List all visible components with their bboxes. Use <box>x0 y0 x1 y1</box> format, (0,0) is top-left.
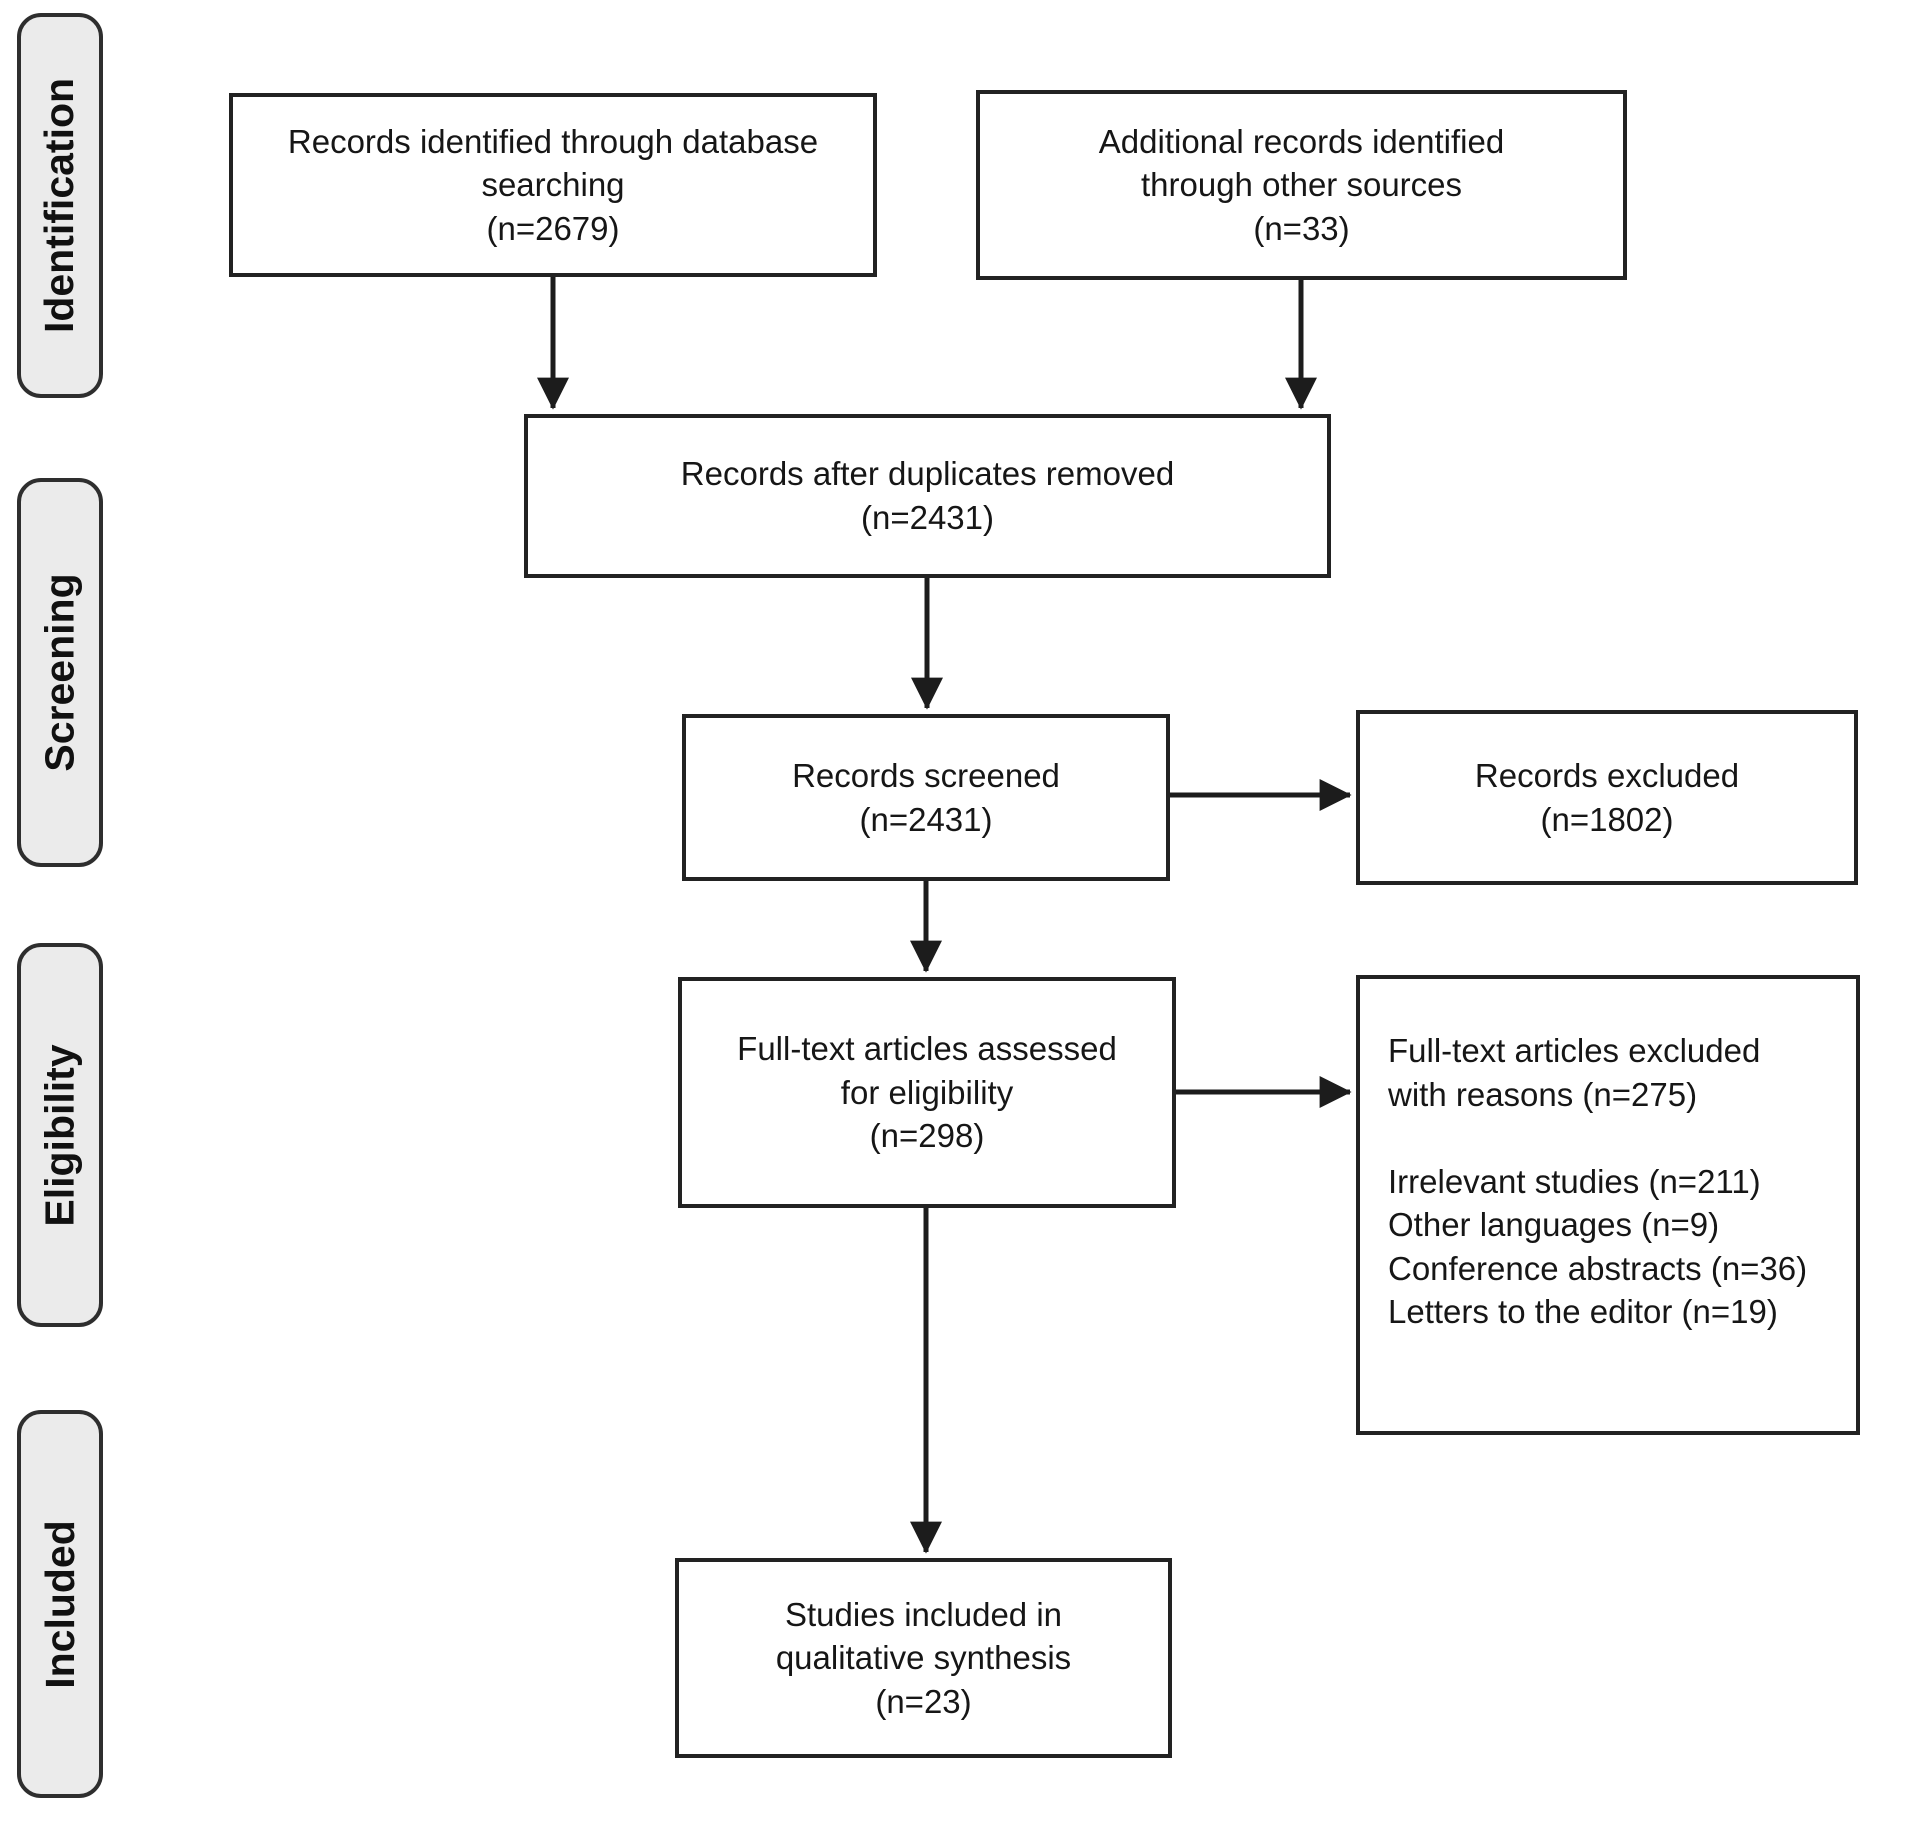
text-line: Full-text articles excluded <box>1388 1032 1761 1069</box>
text-line: (n=33) <box>1253 209 1350 247</box>
stage-identification: Identification <box>17 13 103 398</box>
node-additional-records-other-sources: Additional records identified through oth… <box>976 90 1627 280</box>
text-line: Additional records identified <box>1098 122 1505 160</box>
text-line: Irrelevant studies (n=211) <box>1388 1162 1761 1200</box>
stage-eligibility: Eligibility <box>17 943 103 1327</box>
stage-included: Included <box>17 1410 103 1798</box>
text-line: Records screened <box>792 756 1060 794</box>
text-line: with reasons (n=275) <box>1388 1075 1698 1113</box>
text-line: Other languages (n=9) <box>1388 1206 1720 1244</box>
text-line: (n=298) <box>869 1117 985 1155</box>
stage-screening-label: Screening <box>36 573 83 772</box>
text-line: qualitative synthesis <box>775 1639 1072 1677</box>
text-line: (n=23) <box>875 1682 972 1720</box>
text-line: Records identified through database <box>287 122 819 160</box>
text-line: Records after duplicates removed <box>680 455 1175 493</box>
node-records-after-duplicates-removed: Records after duplicates removed (n=2431) <box>524 414 1331 578</box>
node-records-identified-database: Records identified through database searc… <box>229 93 877 277</box>
text-line <box>1388 1116 1840 1160</box>
text-line: (n=1802) <box>1540 800 1674 838</box>
text-line: Records excluded <box>1474 756 1740 794</box>
text-line: (n=2679) <box>486 209 620 247</box>
stage-included-label: Included <box>36 1519 83 1689</box>
stage-screening: Screening <box>17 478 103 867</box>
node-studies-included-qualitative: Studies included in qualitative synthesis… <box>675 1558 1172 1758</box>
node-records-screened: Records screened (n=2431) <box>682 714 1170 881</box>
text-line: Letters to the editor (n=19) <box>1388 1293 1778 1331</box>
node-fulltext-excluded-reasons: Full-text articles excluded with reasons … <box>1356 975 1860 1435</box>
node-fulltext-assessed: Full-text articles assessed for eligibili… <box>678 977 1176 1208</box>
text-line: through other sources <box>1140 166 1463 204</box>
node-records-excluded: Records excluded (n=1802) <box>1356 710 1858 885</box>
text-line: searching <box>481 166 625 204</box>
text-line: Full-text articles assessed <box>737 1030 1117 1068</box>
text-line: for eligibility <box>840 1073 1014 1111</box>
text-line: (n=2431) <box>859 800 993 838</box>
text-line: Studies included in <box>784 1595 1063 1633</box>
stage-eligibility-label: Eligibility <box>36 1043 83 1227</box>
text-line: Conference abstracts (n=36) <box>1388 1249 1808 1287</box>
text-line: (n=2431) <box>860 499 994 536</box>
stage-identification-label: Identification <box>36 77 83 334</box>
